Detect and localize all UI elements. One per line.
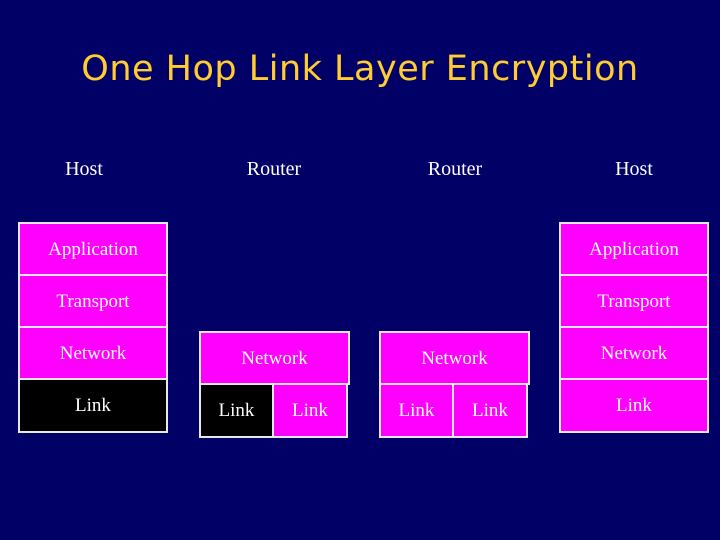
- layer-box-network[interactable]: Network: [559, 326, 709, 380]
- layer-row: Link: [559, 378, 709, 433]
- column-label-host-right: Host: [615, 158, 653, 180]
- layer-box-link[interactable]: Link: [272, 383, 348, 438]
- layer-row: Link: [18, 378, 168, 433]
- layer-box-network[interactable]: Network: [199, 331, 350, 385]
- layer-row: Network: [559, 326, 709, 380]
- layer-box-link[interactable]: Link: [379, 383, 454, 438]
- layer-box-link[interactable]: Link: [18, 378, 168, 433]
- layer-box-application[interactable]: Application: [18, 222, 168, 276]
- column-label-router-1: Router: [246, 158, 302, 180]
- layer-box-transport[interactable]: Transport: [18, 274, 168, 328]
- page-title: One Hop Link Layer Encryption: [81, 49, 639, 90]
- layer-box-link[interactable]: Link: [199, 383, 274, 438]
- layer-box-link[interactable]: Link: [559, 378, 709, 433]
- layer-box-link[interactable]: Link: [452, 383, 528, 438]
- column-label-router-2: Router: [427, 158, 483, 180]
- layer-box-network[interactable]: Network: [379, 331, 530, 385]
- layer-row: Transport: [18, 274, 168, 328]
- layer-row: Transport: [559, 274, 709, 328]
- layer-row: Application: [18, 222, 168, 276]
- layer-box-network[interactable]: Network: [18, 326, 168, 380]
- layer-row: Network: [199, 331, 350, 385]
- layer-box-application[interactable]: Application: [559, 222, 709, 276]
- layer-row: Network: [379, 331, 530, 385]
- layer-row: Network: [18, 326, 168, 380]
- column-label-host-left: Host: [65, 158, 103, 180]
- layer-row: Application: [559, 222, 709, 276]
- layer-box-transport[interactable]: Transport: [559, 274, 709, 328]
